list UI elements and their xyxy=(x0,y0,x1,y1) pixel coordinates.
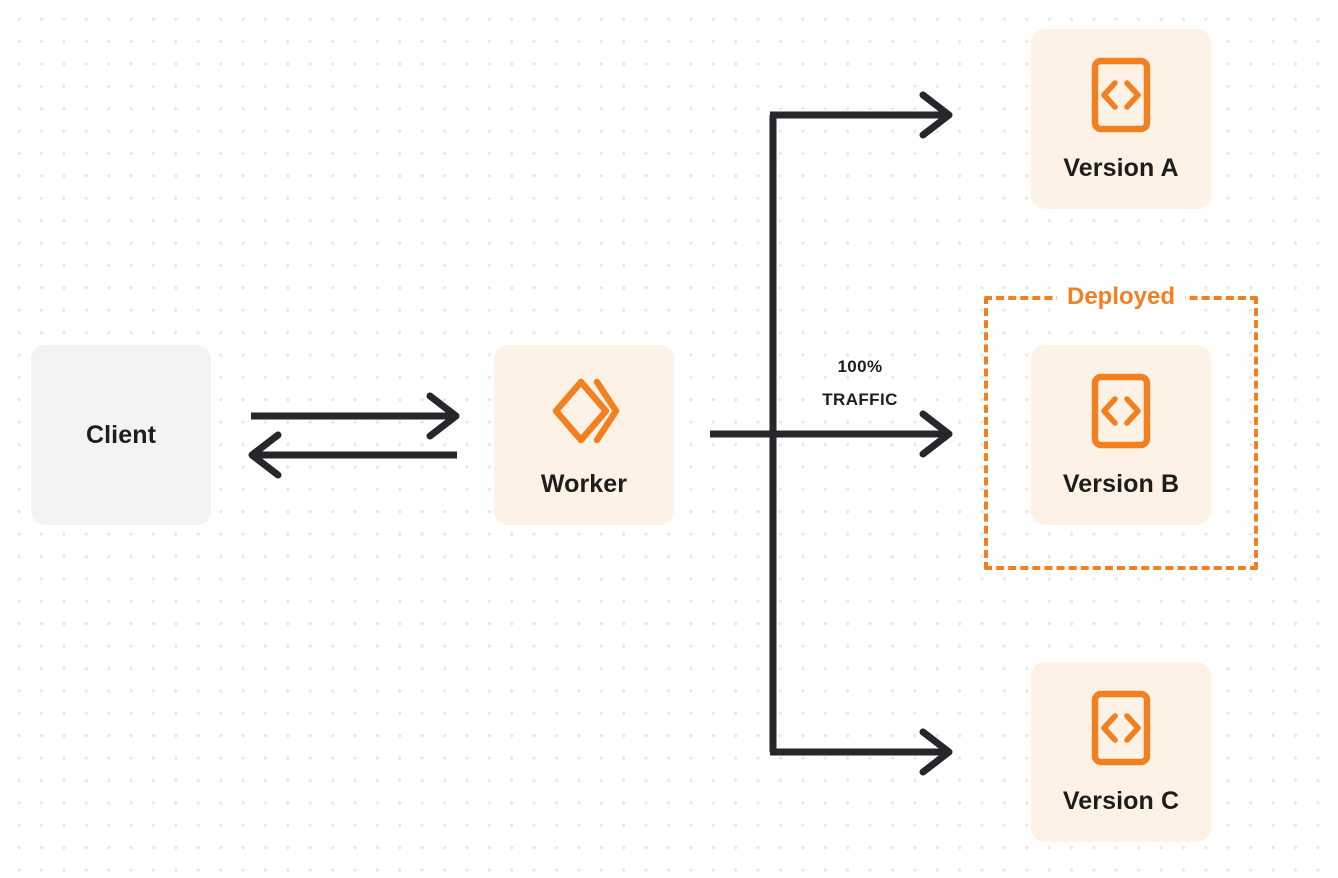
arrow-client-to-worker xyxy=(251,392,460,440)
arrow-worker-to-version-b xyxy=(710,410,953,458)
traffic-percent: 100% xyxy=(837,357,883,376)
arrow-worker-to-version-a xyxy=(770,91,953,139)
group-deployed-label: Deployed xyxy=(1056,282,1186,312)
node-version-a-label: Version A xyxy=(1063,153,1179,182)
node-client[interactable]: Client xyxy=(31,345,211,525)
node-client-label: Client xyxy=(85,420,157,449)
cloudflare-workers-logo-icon xyxy=(545,372,623,450)
node-version-c[interactable]: Version C xyxy=(1031,662,1211,842)
node-version-b-label: Version B xyxy=(1062,469,1180,498)
traffic-caption: TRAFFIC xyxy=(822,390,898,409)
code-document-icon xyxy=(1090,56,1152,134)
group-deployed: Deployed xyxy=(984,282,1258,570)
code-document-icon xyxy=(1090,689,1152,767)
node-worker[interactable]: Worker xyxy=(494,345,674,525)
code-document-icon xyxy=(1090,372,1152,450)
arrow-worker-to-version-c xyxy=(770,728,953,776)
arrow-worker-to-client xyxy=(248,431,457,479)
node-worker-label: Worker xyxy=(540,469,628,498)
node-version-b[interactable]: Version B xyxy=(1031,345,1211,525)
node-version-a[interactable]: Version A xyxy=(1031,29,1211,209)
traffic-annotation: 100% TRAFFIC xyxy=(782,350,938,416)
node-version-c-label: Version C xyxy=(1062,786,1180,815)
